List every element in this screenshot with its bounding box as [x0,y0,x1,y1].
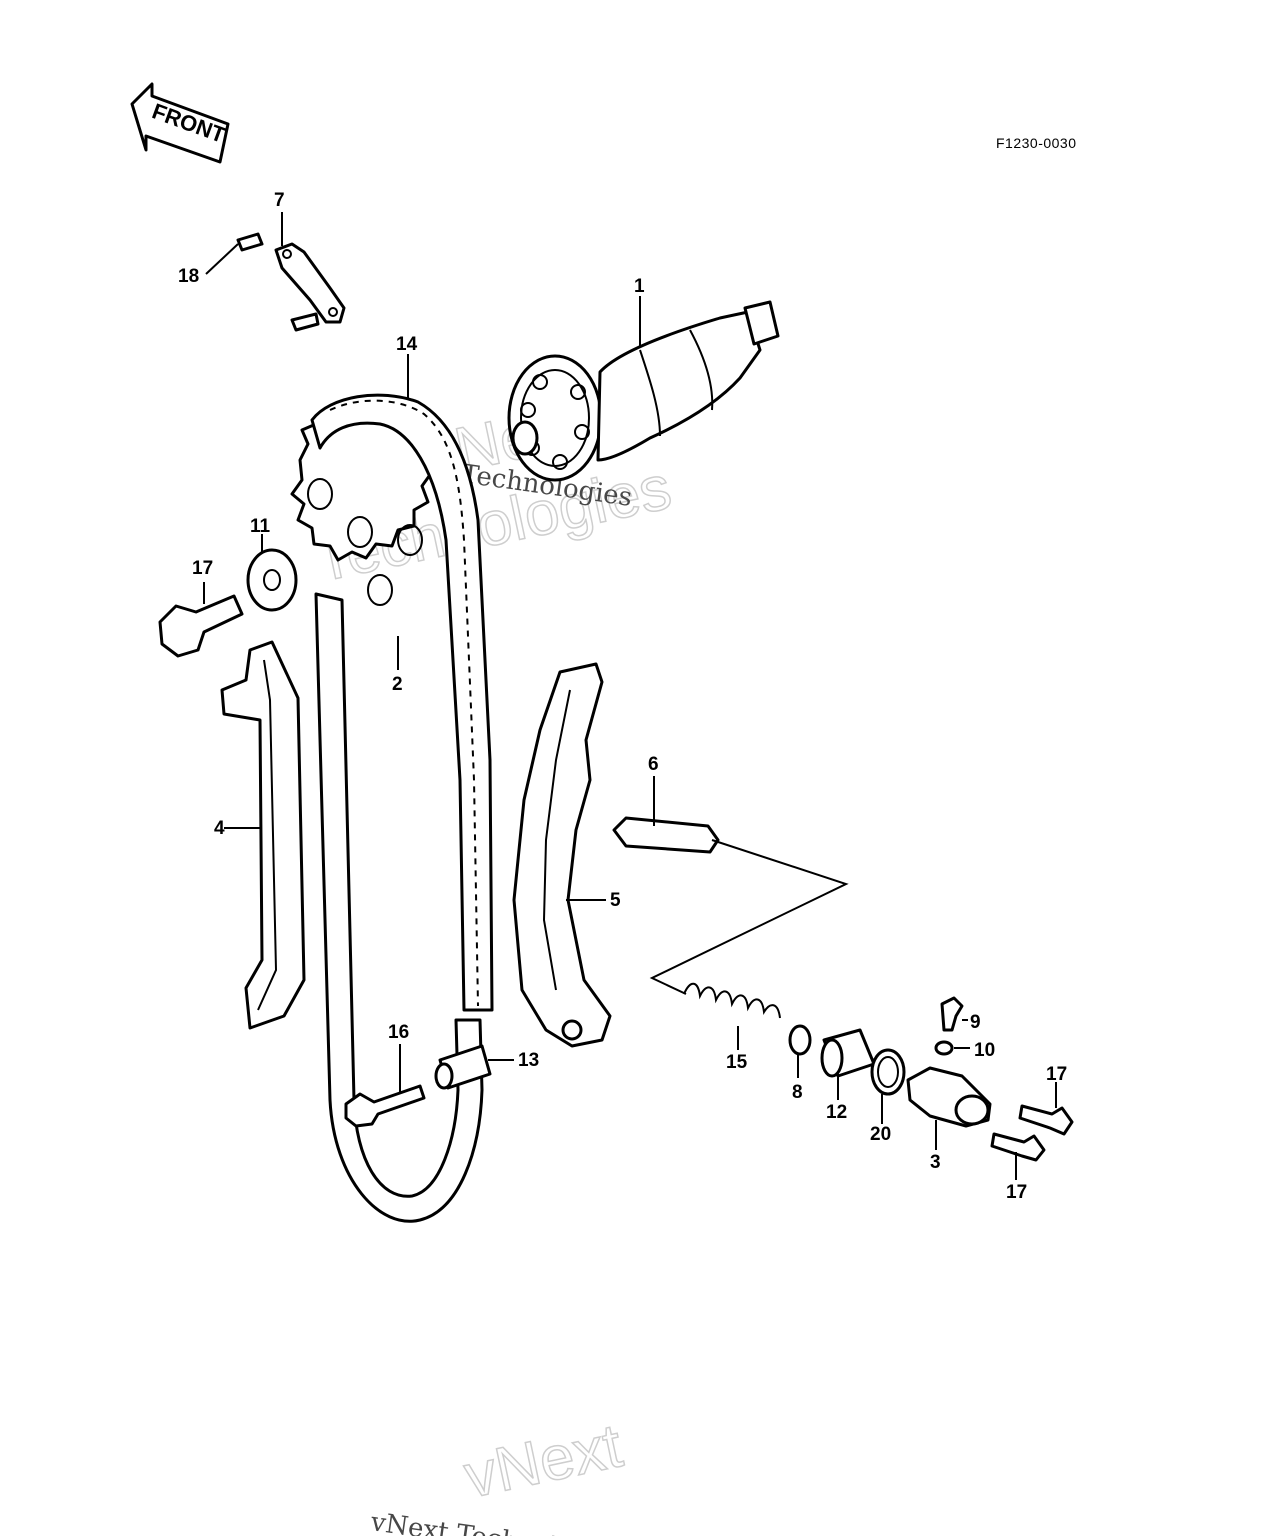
watermark-brand-bottom: vNext [459,1411,628,1511]
callout-12: 12 [826,1102,847,1123]
callout-1: 1 [634,276,645,297]
part-3-tensioner-body [906,1066,992,1128]
callout-3: 3 [930,1152,941,1173]
part-11-washer [246,548,298,612]
callout-20: 20 [870,1124,891,1145]
callout-9: 9 [970,1012,981,1033]
callout-2: 2 [392,674,403,695]
watermark-full-bottom: vNext Technologies [368,1507,629,1536]
callout-8: 8 [792,1082,803,1103]
callout-13: 13 [518,1050,539,1071]
callout-11: 11 [250,516,271,537]
callout-17-bottom: 17 [1006,1182,1027,1203]
part-4-chain-guide [220,640,306,1030]
front-arrow-icon: FRONT [130,82,230,164]
part-9-bolt [940,996,964,1032]
part-15-spring [683,982,781,1019]
part-7-bracket [274,242,346,324]
callout-10: 10 [974,1040,995,1061]
part-1-camshaft [507,300,780,482]
callout-4: 4 [214,818,225,839]
callout-5: 5 [610,890,621,911]
callout-7: 7 [274,190,285,211]
part-10-washer [934,1040,954,1056]
part-6-pin [612,816,720,854]
part-12-sleeve [820,1028,876,1078]
part-17-bolts [990,1104,1074,1162]
callout-15: 15 [726,1052,748,1073]
part-18-bolt [158,594,244,658]
part-16-bolt [344,1084,426,1128]
callout-18: 17 [192,558,213,579]
part-8-ring [788,1024,812,1056]
callout-19: 18 [178,266,199,287]
callout-16: 16 [388,1022,409,1043]
leader-lines [203,212,1057,1180]
part-19-bolts [236,232,320,332]
callout-14: 14 [396,334,418,355]
part-20-o-ring [870,1048,906,1096]
part-5-tensioner-guide [512,662,612,1048]
part-13-collar [434,1044,492,1090]
drawing-code: F1230-0030 [996,135,1077,151]
callouts: 7 18 1 14 11 17 2 4 6 5 16 13 9 10 15 17… [178,190,1067,1203]
callout-6: 6 [648,754,659,775]
callout-17-top: 17 [1046,1064,1067,1085]
part-14-cam-chain [310,393,494,1223]
